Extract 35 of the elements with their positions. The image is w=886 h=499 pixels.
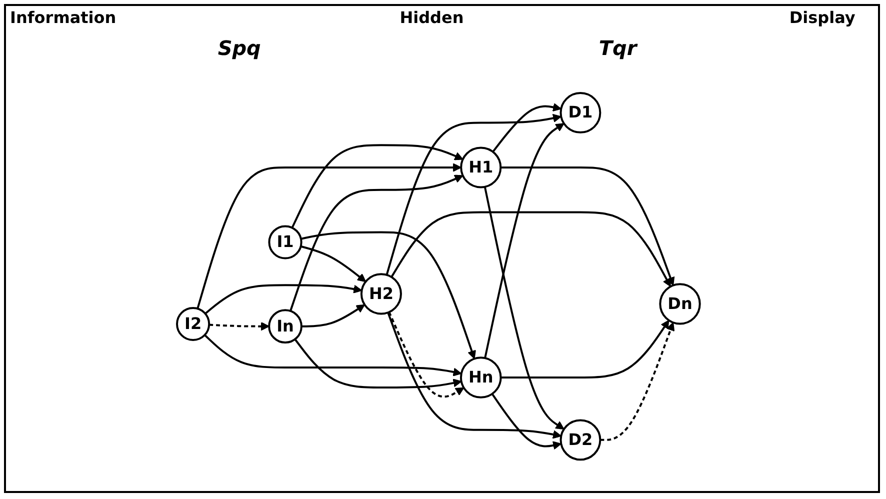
column-heading: Display xyxy=(789,8,856,27)
node-circle: Hn xyxy=(460,356,502,398)
arrow xyxy=(300,245,366,282)
arrow xyxy=(196,162,462,309)
node-circle: In xyxy=(268,308,302,344)
arrow xyxy=(484,122,564,358)
arrow xyxy=(290,144,463,228)
arrow xyxy=(388,311,464,398)
node-circle: I1 xyxy=(268,224,302,259)
column-heading: Information xyxy=(10,8,116,27)
arrow xyxy=(386,312,562,438)
arrow xyxy=(600,322,674,441)
arrow xyxy=(492,102,562,152)
arrow xyxy=(483,186,564,430)
arrow xyxy=(204,284,362,314)
node-circle: D2 xyxy=(559,418,601,460)
arrow xyxy=(390,210,670,287)
arrow xyxy=(204,334,462,376)
arrow xyxy=(385,114,562,275)
node-circle: H1 xyxy=(460,146,502,188)
weight-label: Tqr xyxy=(598,36,637,60)
node-circle: I2 xyxy=(176,306,210,341)
weight-label: Spq xyxy=(218,36,261,60)
node-circle: Dn xyxy=(658,282,700,324)
arrow xyxy=(301,304,365,327)
arrow xyxy=(300,230,476,359)
node-circle: D1 xyxy=(559,92,601,134)
arrow xyxy=(294,338,462,388)
arrow xyxy=(490,392,562,450)
arrow xyxy=(289,174,463,311)
node-circle: H2 xyxy=(360,272,402,314)
arrow xyxy=(500,166,674,286)
arrow xyxy=(208,322,270,330)
column-heading: Hidden xyxy=(400,8,464,27)
arrow xyxy=(500,320,669,378)
